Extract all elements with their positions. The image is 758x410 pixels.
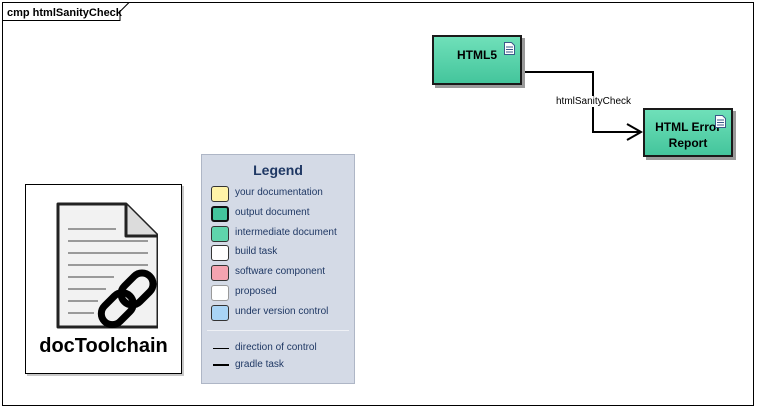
edge-label-htmlsanitycheck: htmlSanityCheck (556, 96, 632, 107)
report-node-label-line1: HTML Error (655, 120, 721, 134)
legend-line-thin (213, 348, 229, 349)
legend-swatch (211, 245, 229, 261)
legend-swatch (211, 285, 229, 301)
legend-swatch (211, 265, 229, 281)
legend-swatch (211, 305, 229, 321)
doctoolchain-wordmark: docToolchain (39, 335, 168, 357)
legend-label: output document (235, 207, 310, 218)
legend-label: software component (235, 266, 326, 277)
legend-label: your documentation (235, 187, 323, 198)
document-icon (715, 115, 726, 128)
legend-title: Legend (253, 162, 303, 178)
legend-swatch (211, 186, 229, 202)
legend-label: proposed (235, 286, 277, 297)
legend-panel: Legend your documentation output documen… (201, 154, 355, 384)
legend-label: build task (235, 246, 278, 257)
html-error-report-node[interactable]: HTML Error Report (643, 108, 733, 157)
diagram-frame (2, 2, 754, 406)
legend-label: direction of control (235, 342, 317, 353)
legend-label: intermediate document (235, 227, 337, 238)
html5-node-label: HTML5 (457, 48, 497, 62)
legend-line-thick (213, 364, 229, 366)
html5-node[interactable]: HTML5 (432, 35, 522, 85)
frame-title: cmp htmlSanityCheck (7, 7, 122, 19)
report-node-label-line2: Report (668, 136, 708, 150)
legend-separator (207, 330, 349, 331)
legend-swatch (211, 206, 229, 222)
legend-label: under version control (235, 306, 329, 317)
document-chain-icon (56, 202, 158, 329)
document-icon (504, 42, 515, 55)
doctoolchain-logo: docToolchain (25, 184, 182, 374)
edge-arrowhead (626, 123, 644, 141)
legend-swatch (211, 226, 229, 242)
legend-label: gradle task (235, 359, 284, 370)
